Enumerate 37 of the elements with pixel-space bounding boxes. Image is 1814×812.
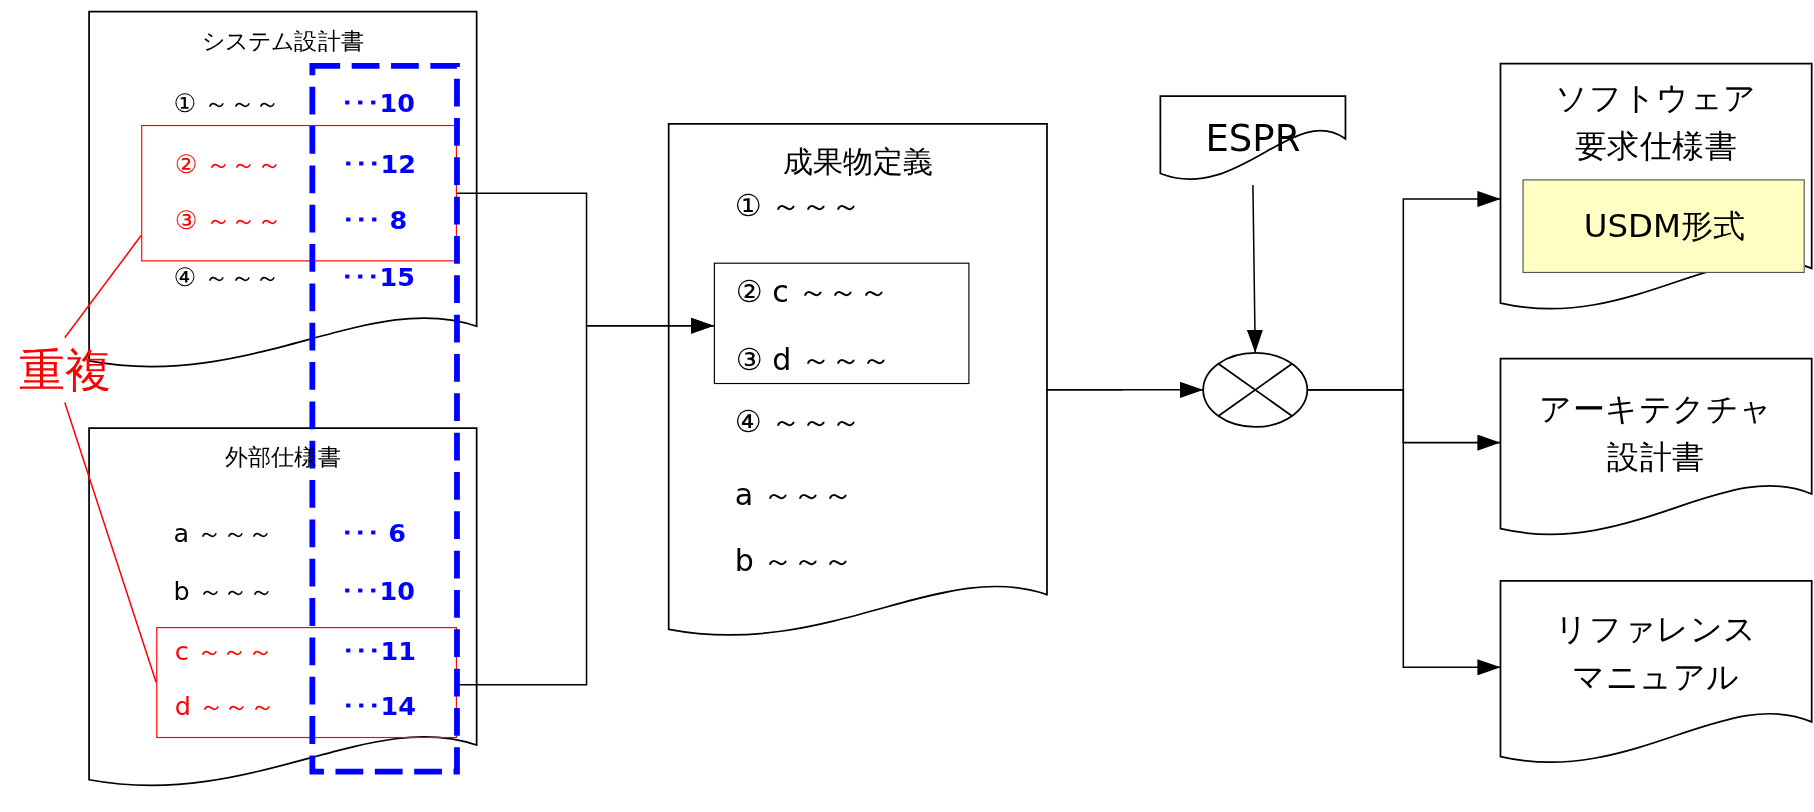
count-number: ･･･10 [341, 88, 415, 120]
document-title: リファレンスマニュアル [1555, 609, 1757, 698]
list-item: ③ ～～～ [174, 205, 282, 237]
list-item: ④ ～～～ [734, 404, 862, 441]
list-item: ① ～～～ [734, 187, 862, 224]
arrow [1246, 184, 1263, 354]
document-title: ソフトウェア要求仕様書 [1555, 78, 1757, 167]
list-item: a ～～～ [734, 477, 853, 514]
count-number: ･･･ 6 [341, 519, 407, 550]
document-title: システム設計書 [200, 26, 365, 55]
document-title: 成果物定義 [781, 143, 935, 180]
format-label: USDM形式 [1582, 207, 1747, 247]
list-item: ③ d ～～～ [735, 341, 892, 378]
count-number: ･･･12 [342, 150, 417, 181]
count-number: ･･･10 [341, 577, 415, 608]
list-item: b ～～～ [734, 543, 854, 580]
format-box [1522, 179, 1805, 274]
list-item: ② c ～～～ [735, 274, 889, 311]
list-item: a ～～～ [173, 519, 274, 550]
arrow [1046, 381, 1204, 398]
list-item: ② ～～～ [174, 150, 282, 181]
list-item: b ～～～ [173, 577, 275, 608]
list-item: d ～～～ [174, 691, 276, 723]
callout-label: 重複 [17, 342, 113, 398]
list-item: ① ～～～ [173, 88, 281, 120]
leader-line [64, 234, 142, 339]
count-number: ･･･11 [342, 637, 417, 668]
document-title: ESPR [1204, 116, 1302, 162]
count-number: ･･･14 [342, 691, 417, 723]
list-item: c ～～～ [174, 637, 274, 668]
count-number: ･･･ 8 [342, 205, 408, 237]
document-title: アーキテクチャ設計書 [1539, 389, 1773, 478]
count-number: ･･･15 [341, 262, 415, 293]
merge-junction [1203, 352, 1308, 427]
leader-line [64, 401, 157, 684]
arrow [1306, 389, 1502, 676]
list-item: ④ ～～～ [173, 262, 281, 293]
